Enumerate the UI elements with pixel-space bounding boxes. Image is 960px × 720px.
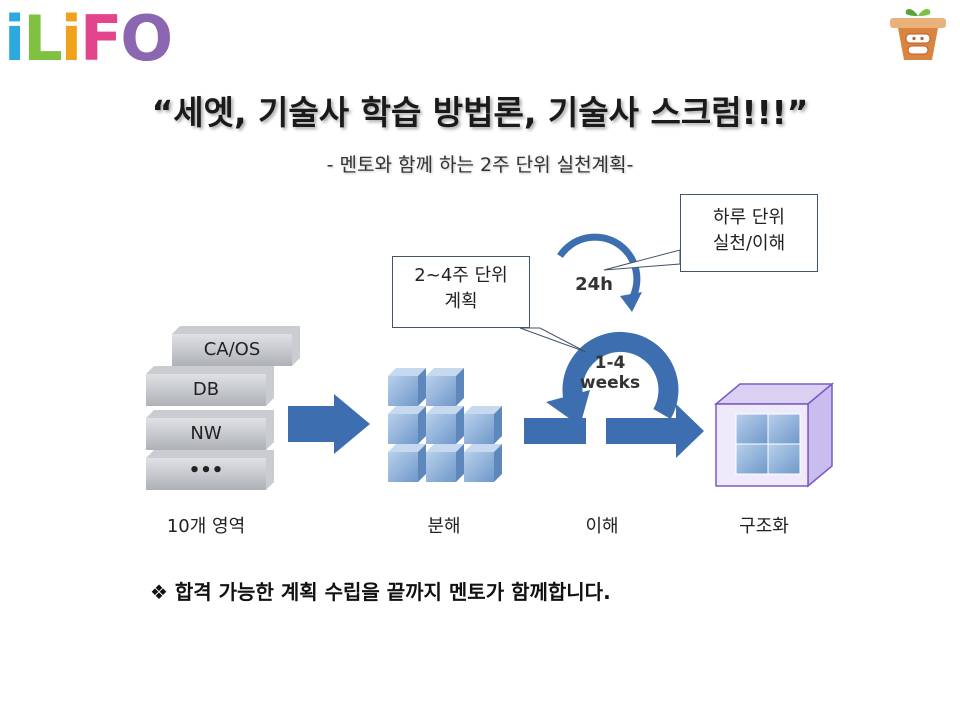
sprint-cycle [546,331,679,426]
small-cube [464,444,502,482]
daily-cycle [557,233,642,312]
callout-sprint-line1: 2~4주 단위 [414,265,508,286]
callout-sprint-line2: 계획 [444,291,478,312]
stack-box-db [146,366,274,406]
small-cube [426,368,464,406]
small-cube [426,406,464,444]
callout-daily-line2: 실천/이해 [712,233,786,254]
callout-pointer-sprint [519,327,587,353]
stack-label-caos: CA/OS [203,339,261,360]
sprint-cycle-label-1: 1-4 [595,353,626,373]
stage-label-understand: 이해 [585,516,619,537]
mascot-pot-logo-icon [890,9,946,60]
logo-letter: L [23,2,62,75]
sprint-cycle-label-2: weeks [580,373,640,393]
flow-bar-left [524,418,586,444]
area-stack [146,326,300,490]
stage-label-areas: 10개 영역 [166,516,246,537]
logo-letter: F [80,2,122,75]
page-subtitle: - 멘토와 함께 하는 2주 단위 실천계획- [326,154,634,176]
stack-label-more: ••• [188,460,224,481]
stage-label-structure: 구조화 [739,516,789,537]
small-cube [388,444,426,482]
small-cube [388,368,426,406]
arrow-to-structure-icon [606,404,704,458]
structured-cube [713,382,835,488]
callout-pointer-daily [603,249,681,271]
small-cube [464,406,502,444]
logo-letter: O [120,2,173,75]
callout-daily-line1: 하루 단위 [713,207,785,228]
logo-letter: i [4,2,25,75]
logo-letter: i [60,2,82,75]
stack-box-more [146,450,274,490]
daily-cycle-label: 24h [575,274,613,295]
small-cube [388,406,426,444]
small-cube [426,444,464,482]
page-title: “세엣, 기술사 학습 방법론, 기술사 스크럼!!!” [151,93,809,132]
stack-box-nw [146,410,274,450]
ilifo-logo: iLiFO [4,2,173,75]
callout-sprint-plan: 2~4주 단위 계획 [392,256,530,328]
bottom-note: ❖ 합격 가능한 계획 수립을 끝까지 멘토가 함께합니다. [150,580,611,604]
stage-label-decompose: 분해 [427,516,461,537]
callout-daily-practice: 하루 단위 실천/이해 [680,194,818,272]
stack-label-nw: NW [190,423,222,444]
arrow-to-decompose-icon [288,394,370,454]
decomposed-cubes [388,368,502,482]
stack-box-caos [172,326,300,366]
stack-label-db: DB [192,379,220,400]
